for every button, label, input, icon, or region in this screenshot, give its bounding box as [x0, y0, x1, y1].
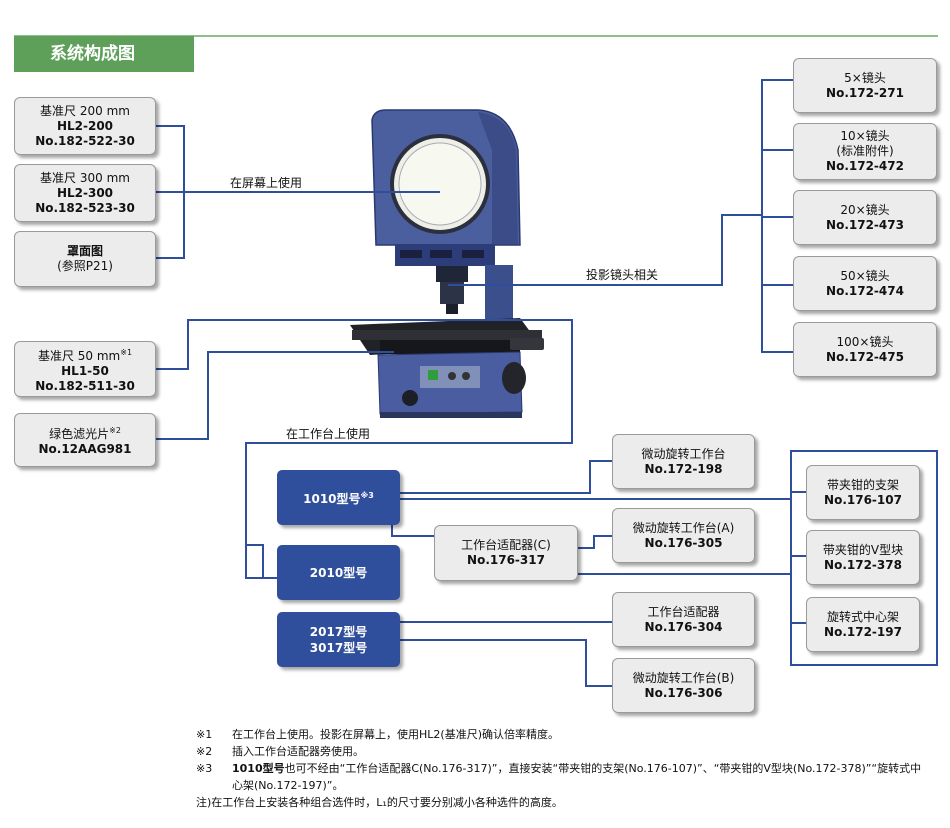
label-lens-related: 投影镜头相关 [586, 268, 659, 282]
note-3: ※3 1010型号也可不经由“工作台适配器C(No.176-317)”，直接安装… [196, 762, 922, 792]
model-2017-3017-box: 2017型号 3017型号 [277, 612, 400, 667]
footnote: 注)在工作台上安装各种组合选件时，L₁的尺寸要分别减小各种选件的高度。 [196, 796, 563, 809]
notes-section: ※1 在工作台上使用。投影在屏幕上，使用HL2(基准尺)确认倍率精度。 ※2 插… [196, 726, 926, 811]
model-1010-box: 1010型号※3 [277, 470, 400, 525]
green-filter-box: 绿色滤光片※2 No.12AAG981 [14, 413, 156, 467]
stage-adapter-c-box: 工作台适配器(C) No.176-317 [434, 525, 578, 581]
stage-adapter-box: 工作台适配器 No.176-304 [612, 592, 755, 647]
lens-5x-box: 5×镜头 No.172-271 [793, 58, 937, 113]
rotary-stage-box: 微动旋转工作台 No.172-198 [612, 434, 755, 489]
projector-illustration [350, 109, 544, 418]
note-1: ※1 在工作台上使用。投影在屏幕上，使用HL2(基准尺)确认倍率精度。 [196, 728, 559, 741]
note-2: ※2 插入工作台适配器旁使用。 [196, 745, 364, 758]
ref-scale-50-box: 基准尺 50 mm※1 HL1-50 No.182-511-30 [14, 341, 156, 397]
ref-scale-200-box: 基准尺 200 mm HL2-200 No.182-522-30 [14, 97, 156, 155]
rotary-stage-a-box: 微动旋转工作台(A) No.176-305 [612, 508, 755, 563]
holder-group-frame [790, 450, 938, 666]
label-screen-use: 在屏幕上使用 [230, 176, 303, 190]
lens-100x-box: 100×镜头 No.172-475 [793, 322, 937, 377]
v-block-box: 带夹钳的V型块 No.172-378 [806, 530, 920, 585]
rotary-center-box: 旋转式中心架 No.172-197 [806, 597, 920, 652]
chart-gauge-box: 罩面图 (参照P21) [14, 231, 156, 287]
clamp-holder-box: 带夹钳的支架 No.176-107 [806, 465, 920, 520]
lens-10x-box: 10×镜头 (标准附件) No.172-472 [793, 123, 937, 180]
rotary-stage-b-box: 微动旋转工作台(B) No.176-306 [612, 658, 755, 713]
label-stage-use: 在工作台上使用 [286, 427, 371, 441]
header-rule [14, 35, 938, 37]
lens-50x-box: 50×镜头 No.172-474 [793, 256, 937, 311]
ref-scale-300-box: 基准尺 300 mm HL2-300 No.182-523-30 [14, 164, 156, 222]
page-title: 系统构成图 [14, 36, 194, 72]
model-2010-box: 2010型号 [277, 545, 400, 600]
lens-20x-box: 20×镜头 No.172-473 [793, 190, 937, 245]
